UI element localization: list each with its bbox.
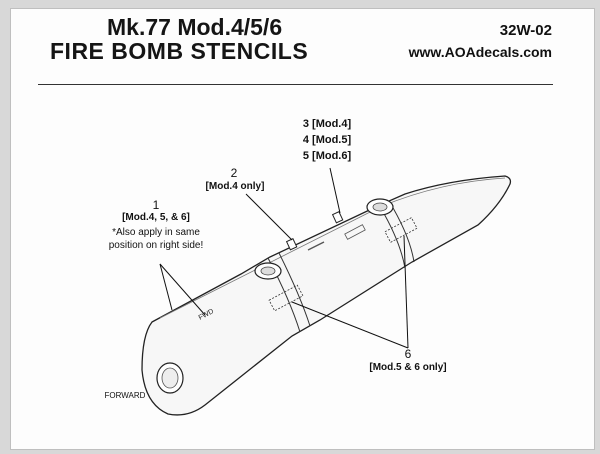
callout-5-line: 5 [Mod.6] — [302, 150, 352, 162]
stencil-patch-6b — [384, 217, 418, 243]
callout-6-number: 6 — [404, 347, 412, 361]
title-line-1: Mk.77 Mod.4/5/6 — [107, 14, 283, 40]
leader-2 — [245, 193, 293, 241]
callout-1-note-line2: position on right side! — [108, 240, 204, 251]
callout-2-number: 2 — [230, 166, 238, 180]
callout-3-line: 3 [Mod.4] — [302, 118, 352, 130]
leader-1b — [159, 263, 206, 316]
website-link[interactable]: www.AOAdecals.com — [408, 44, 552, 60]
callout-1-mods: [Mod.4, 5, & 6] — [122, 212, 190, 223]
leader-6a — [291, 301, 409, 349]
product-code: 32W-02 — [499, 22, 552, 39]
filler-cap-rear-inner — [372, 202, 388, 212]
stencil-patch-3-5 — [344, 224, 366, 240]
nose-cap-inner — [161, 367, 179, 389]
bomb-body — [141, 175, 512, 416]
callout-6-mods: [Mod.5 & 6 only] — [369, 362, 447, 373]
title-line-2: FIRE BOMB STENCILS — [50, 38, 309, 64]
callout-4-line: 4 [Mod.5] — [302, 134, 352, 146]
forward-label: FORWARD — [104, 391, 146, 400]
callout-2-mods: [Mod.4 only] — [205, 181, 265, 192]
suspension-lug-front — [285, 238, 298, 251]
filler-cap-front-inner — [260, 266, 276, 276]
leader-6b — [403, 235, 409, 349]
leader-3-5 — [329, 167, 341, 214]
instruction-sheet — [10, 8, 595, 450]
band-front-2 — [278, 252, 311, 327]
callout-1-note-line1: *Also apply in same — [112, 227, 200, 238]
header-divider — [38, 84, 553, 85]
stencil-patch-2 — [307, 241, 325, 251]
callout-1-number: 1 — [152, 198, 160, 212]
stencil-patch-6a — [268, 284, 304, 312]
leader-1a — [159, 263, 173, 311]
suspension-lug-rear — [331, 211, 344, 224]
